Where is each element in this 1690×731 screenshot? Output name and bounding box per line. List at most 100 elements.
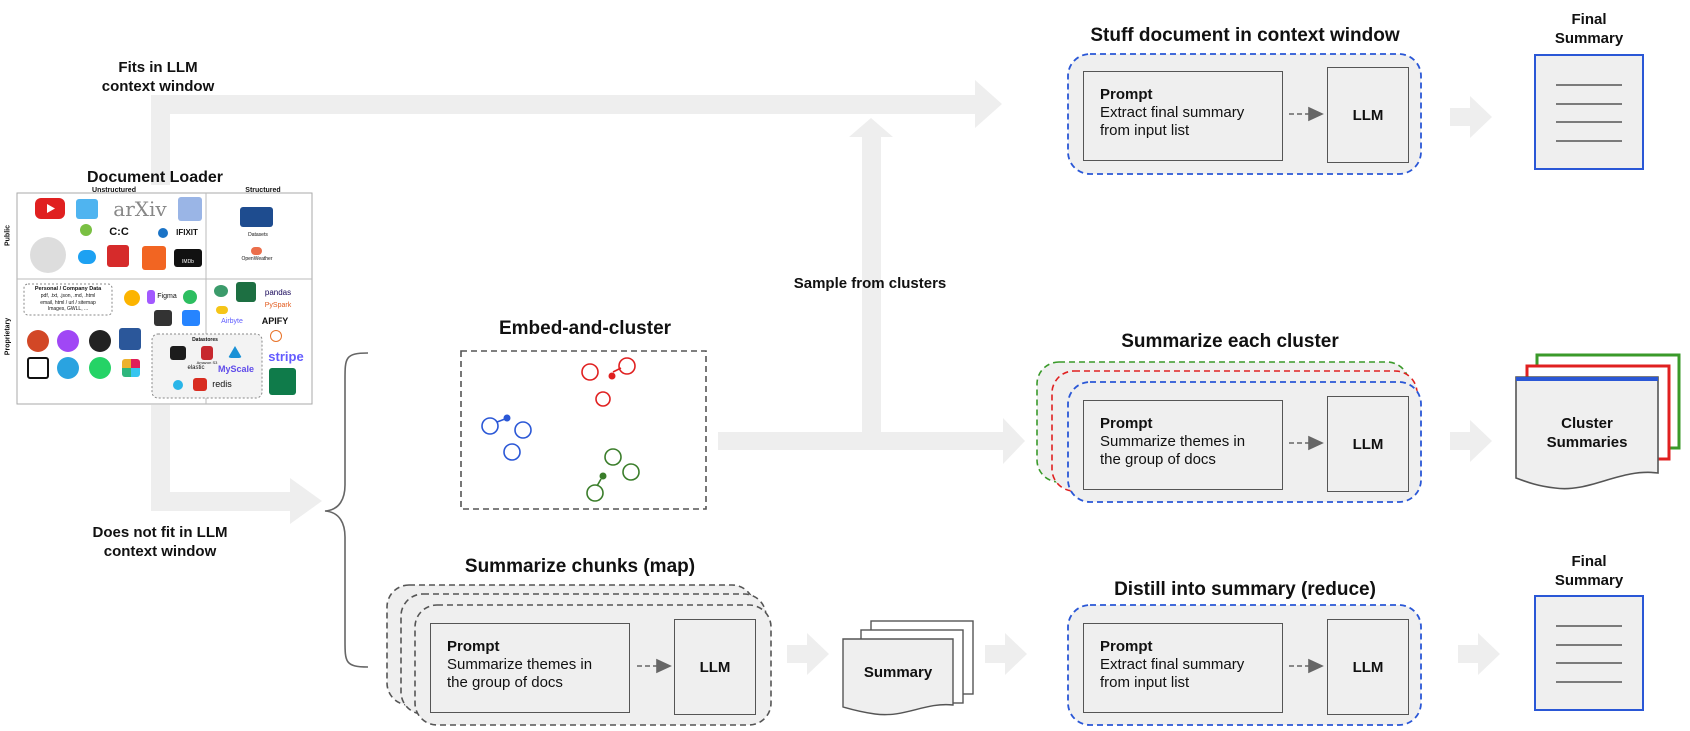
openweather-icon — [251, 247, 262, 255]
confluence-icon — [182, 310, 200, 326]
map-llm-label: LLM — [699, 658, 731, 676]
personal-data-box — [23, 283, 113, 316]
summary-stack — [842, 620, 974, 716]
ifixit-icon — [158, 228, 168, 238]
unstructured-label: Unstructured — [92, 187, 136, 194]
snowflake-icon — [173, 380, 183, 390]
supabase-icon — [170, 346, 186, 360]
reduce-title: Distill into summary (reduce) — [1114, 579, 1376, 600]
cluster-prompt-box: Prompt Summarize themes in the group of … — [1083, 400, 1283, 490]
cluster-llm-box: LLM — [1327, 396, 1409, 492]
embed-title: Embed-and-cluster — [498, 318, 672, 339]
youtube-icon — [35, 198, 65, 219]
personal-title: Personal / Company Data — [34, 286, 102, 292]
pandas-label: pandas — [264, 288, 292, 297]
reduce-llm-label: LLM — [1352, 658, 1384, 676]
github-icon — [89, 330, 111, 352]
ycombinator-icon — [142, 246, 166, 270]
sheets-icon — [269, 368, 296, 395]
map-title: Summarize chunks (map) — [464, 556, 696, 577]
sample-label: Sample from clusters — [793, 275, 947, 292]
cc-logo: C:C — [109, 226, 129, 238]
slack-icon — [122, 359, 140, 377]
telegram-icon — [57, 357, 79, 379]
amazon-s3-icon — [201, 346, 213, 360]
imdb-logo: IMDb — [182, 259, 194, 265]
cluster-out-arrow — [1450, 420, 1492, 462]
apify-label: APIFY — [261, 316, 289, 326]
cluster-prompt-title: Prompt — [1100, 415, 1153, 432]
loader-title: Document Loader — [86, 169, 223, 186]
summary-output-label: Summary — [863, 664, 933, 681]
not-fits-label: Does not fit in LLM context window — [92, 524, 228, 560]
airtable-icon — [124, 290, 140, 306]
wikipedia-icon — [30, 237, 66, 273]
figma-label: Figma — [157, 293, 177, 300]
map-llm-box: LLM — [674, 619, 756, 715]
map-out-arrow — [787, 633, 829, 675]
notion-icon — [27, 357, 49, 379]
cluster-red — [581, 357, 636, 407]
reduce-out-arrow — [1458, 633, 1500, 675]
final-summary-doc-top — [1534, 54, 1644, 170]
structured-label: Structured — [245, 187, 281, 194]
datasets-label: Datasets — [248, 232, 268, 238]
public-label: Public — [4, 225, 12, 247]
stuff-prompt-title: Prompt — [1100, 86, 1153, 103]
pyspark-label: PySpark — [264, 302, 292, 309]
datasets-icon — [240, 207, 273, 227]
stuff-llm-box: LLM — [1327, 67, 1409, 163]
openweather-label: OpenWeather — [241, 256, 273, 262]
imdb-icon — [174, 249, 202, 267]
cluster-title: Summarize each cluster — [1121, 331, 1339, 352]
reduce-prompt-box: Prompt Extract final summary from input … — [1083, 623, 1283, 713]
split-brace — [324, 352, 369, 668]
stuff-prompt-box: Prompt Extract final summary from input … — [1083, 71, 1283, 161]
cluster-llm-label: LLM — [1352, 435, 1384, 453]
summary-to-reduce-arrow — [985, 633, 1027, 675]
personal-desc: pdf, .txt, .json, .md, .html email, html… — [40, 293, 96, 312]
gitbook-icon — [80, 224, 92, 236]
myscale-label: MyScale — [217, 364, 255, 374]
proprietary-label: Proprietary — [4, 317, 12, 356]
stuff-prompt-text: Extract final summary from input list — [1100, 104, 1245, 139]
stuff-llm-label: LLM — [1352, 106, 1384, 124]
trunk-down — [151, 405, 170, 511]
redis-label: redis — [212, 379, 232, 389]
airbyte-green-icon — [214, 285, 228, 297]
map-prompt-box: Prompt Summarize themes in the group of … — [430, 623, 630, 713]
sample-arrow — [849, 118, 893, 441]
stuff-out-arrow — [1450, 96, 1492, 138]
gitbook-red-icon — [107, 245, 129, 267]
cluster-output-label: Cluster Summaries — [1546, 415, 1628, 451]
cluster-summaries-stack — [1515, 353, 1681, 490]
reduce-prompt-title: Prompt — [1100, 638, 1153, 655]
not-fits-arrow — [151, 478, 322, 524]
powerpoint-icon — [27, 330, 49, 352]
arxiv-logo: arXiv — [113, 197, 167, 221]
whatsapp-icon — [89, 357, 111, 379]
trunk-up — [151, 95, 170, 185]
map-prompt-title: Prompt — [447, 638, 500, 655]
cluster-blue — [481, 417, 532, 461]
discord-icon — [76, 199, 98, 219]
twitter-icon — [78, 250, 96, 264]
notion-dark-icon — [154, 310, 172, 326]
fits-arrow — [151, 80, 1002, 128]
stuff-output-title: Final Summary — [1554, 11, 1624, 47]
stripe-label: stripe — [268, 349, 304, 364]
redis-icon — [193, 378, 207, 391]
oz-icon — [178, 197, 202, 221]
stuff-title: Stuff document in context window — [1090, 25, 1400, 46]
figma-icon — [147, 290, 155, 304]
fits-label: Fits in LLM context window — [101, 59, 215, 95]
datastores-label: Datastores — [192, 337, 218, 343]
cluster-green — [586, 448, 640, 502]
excel-icon — [236, 282, 256, 302]
unstructured-icon — [216, 306, 228, 314]
map-prompt-text: Summarize themes in the group of docs — [447, 656, 593, 691]
flow-arrows — [151, 80, 1500, 675]
ifixit-logo: IFIXIT — [176, 228, 198, 237]
reduce-llm-box: LLM — [1327, 619, 1409, 715]
cluster-prompt-text: Summarize themes in the group of docs — [1100, 433, 1246, 468]
